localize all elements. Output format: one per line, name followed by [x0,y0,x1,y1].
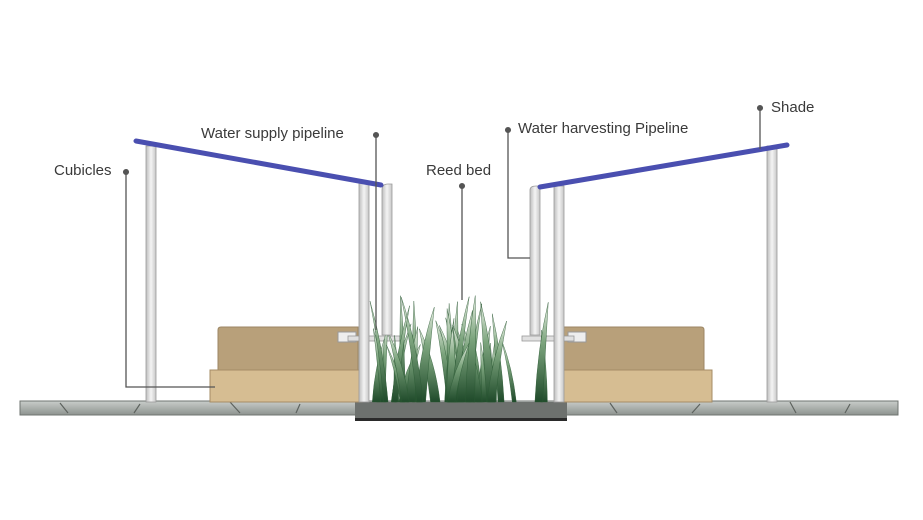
leader-cubicles [125,172,215,388]
shade-beam-right [537,142,790,190]
pipelines [381,183,541,336]
reed-leaf [480,342,487,403]
label-shade: Shade [771,99,815,116]
water-harvesting-pipe [529,185,541,336]
label-water-harvesting-pipeline: Water harvesting Pipeline [518,120,689,137]
reed-leaf [534,302,549,403]
water-supply-pipe [381,183,393,336]
shade-roof [133,138,790,190]
leader-lines [122,104,764,388]
reed-leaf [501,339,517,403]
reed-plants [369,295,549,403]
reed-leaf [486,320,507,403]
label-water-supply-pipeline: Water supply pipeline [201,125,344,142]
label-cubicles: Cubicles [54,162,112,179]
reed-leaf [447,342,470,403]
reed-leaf [369,301,389,403]
leader-water-harvesting [507,130,530,259]
shade-beam-left [133,138,384,188]
left-cubicle [209,326,363,403]
right-cubicle [559,326,713,403]
reed-leaf [465,295,476,403]
post-right-outer [766,145,778,403]
post-right-inner [553,185,565,403]
post-left-inner [358,181,370,403]
post-left-outer [145,145,157,403]
reed-bed-tank [355,402,567,421]
label-reed-bed: Reed bed [426,162,492,179]
